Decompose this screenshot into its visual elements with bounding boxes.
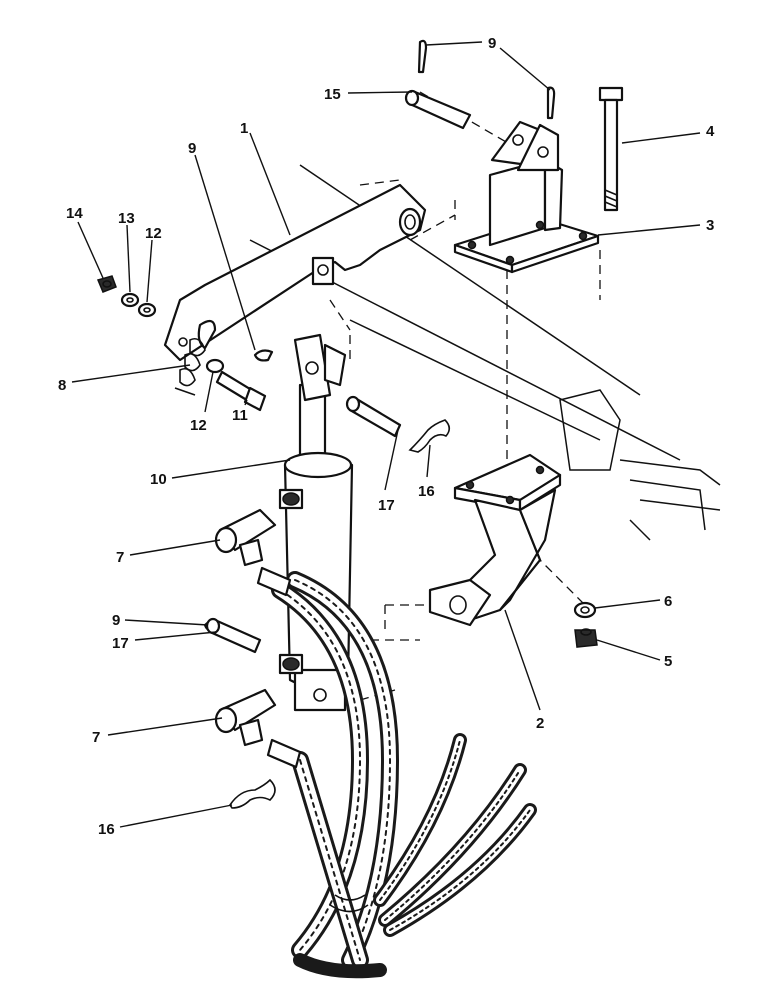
callout-9-arm: 9 [188,140,196,157]
pins-part-17 [205,395,402,654]
bolt-part-11 [215,370,267,412]
callout-2: 2 [536,715,544,732]
callout-13: 13 [118,210,135,227]
hydraulic-hoses [256,566,537,979]
callout-labels: 9 15 4 1 9 3 14 13 12 8 12 11 10 17 16 7… [58,35,715,838]
callout-6: 6 [664,593,672,610]
callout-10: 10 [150,471,167,488]
callout-17-lower: 17 [112,635,129,652]
nut-and-washer-parts-5-6 [573,601,598,648]
cylinder-part-10 [278,333,354,712]
washers-and-nut [96,275,225,374]
callout-1: 1 [240,120,248,137]
fittings-part-7 [214,508,277,747]
pin-part-15 [404,89,472,130]
callout-5: 5 [664,653,672,670]
leader-lines [71,41,701,828]
bracket-part-3 [453,120,600,274]
callout-7-upper: 7 [116,549,124,566]
callout-9-lower: 9 [112,612,120,629]
callout-11: 11 [232,407,248,424]
callout-16-upper: 16 [418,483,435,500]
alignment-lines [329,91,601,701]
callout-12-upper: 12 [145,225,162,242]
chain-part-8 [174,337,206,396]
callout-14: 14 [66,205,83,222]
callout-17-upper: 17 [378,497,395,514]
callout-15: 15 [324,86,341,103]
callout-9-top: 9 [488,35,496,52]
callout-16-lower: 16 [98,821,115,838]
callout-12-lower: 12 [190,417,207,434]
callout-8: 8 [58,377,66,394]
arm-part-1 [163,183,427,362]
callout-3: 3 [706,217,714,234]
bracket-part-2 [428,453,562,627]
bolt-part-4 [598,86,624,212]
callout-7-lower: 7 [92,729,100,746]
clips-part-16 [229,419,451,809]
callout-4: 4 [706,123,715,140]
